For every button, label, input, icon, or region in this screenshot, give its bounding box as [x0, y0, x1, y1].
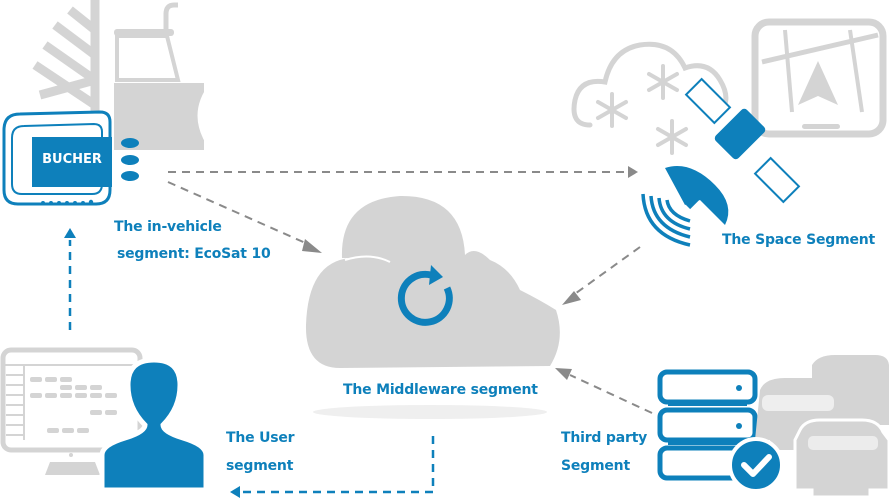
- middleware-segment-label: The Middleware segment: [343, 382, 538, 398]
- connection-invehicle-to-middleware: [167, 181, 322, 253]
- snowflake-icon: [32, 0, 100, 112]
- user-avatar-icon: [99, 357, 209, 493]
- ecosat-device-icon: [2, 110, 139, 206]
- user-segment-label-line2: segment: [226, 458, 294, 474]
- connection-user-to-invehicle: [64, 228, 76, 330]
- in-vehicle-label-line2: segment: EcoSat 10: [117, 246, 271, 262]
- space-segment-label: The Space Segment: [722, 232, 876, 248]
- monitor-icon: [0, 347, 143, 475]
- connection-space-to-middleware: [562, 246, 641, 305]
- check-badge-icon: [728, 437, 784, 493]
- server-stack-icon: [657, 369, 758, 481]
- user-segment-label-line1: The User: [226, 430, 295, 446]
- cars-icon: [755, 355, 889, 499]
- connection-middleware-to-user: [230, 436, 435, 498]
- third-party-label-line2: Segment: [561, 458, 630, 474]
- connection-invehicle-to-space: [168, 166, 638, 178]
- snow-cloud-icon: [571, 41, 729, 155]
- connection-thirdparty-to-middleware: [555, 368, 653, 414]
- bucher-logo: BUCHER: [42, 152, 102, 167]
- in-vehicle-label-line1: The in-vehicle: [114, 219, 222, 235]
- third-party-label-line1: Third party: [561, 430, 648, 446]
- middleware-cloud-icon: [305, 195, 560, 419]
- sync-icon: [397, 265, 453, 326]
- satellite-icon: [641, 77, 801, 247]
- snowplow-icon: [114, 2, 210, 150]
- navigation-tablet-icon: [751, 18, 887, 138]
